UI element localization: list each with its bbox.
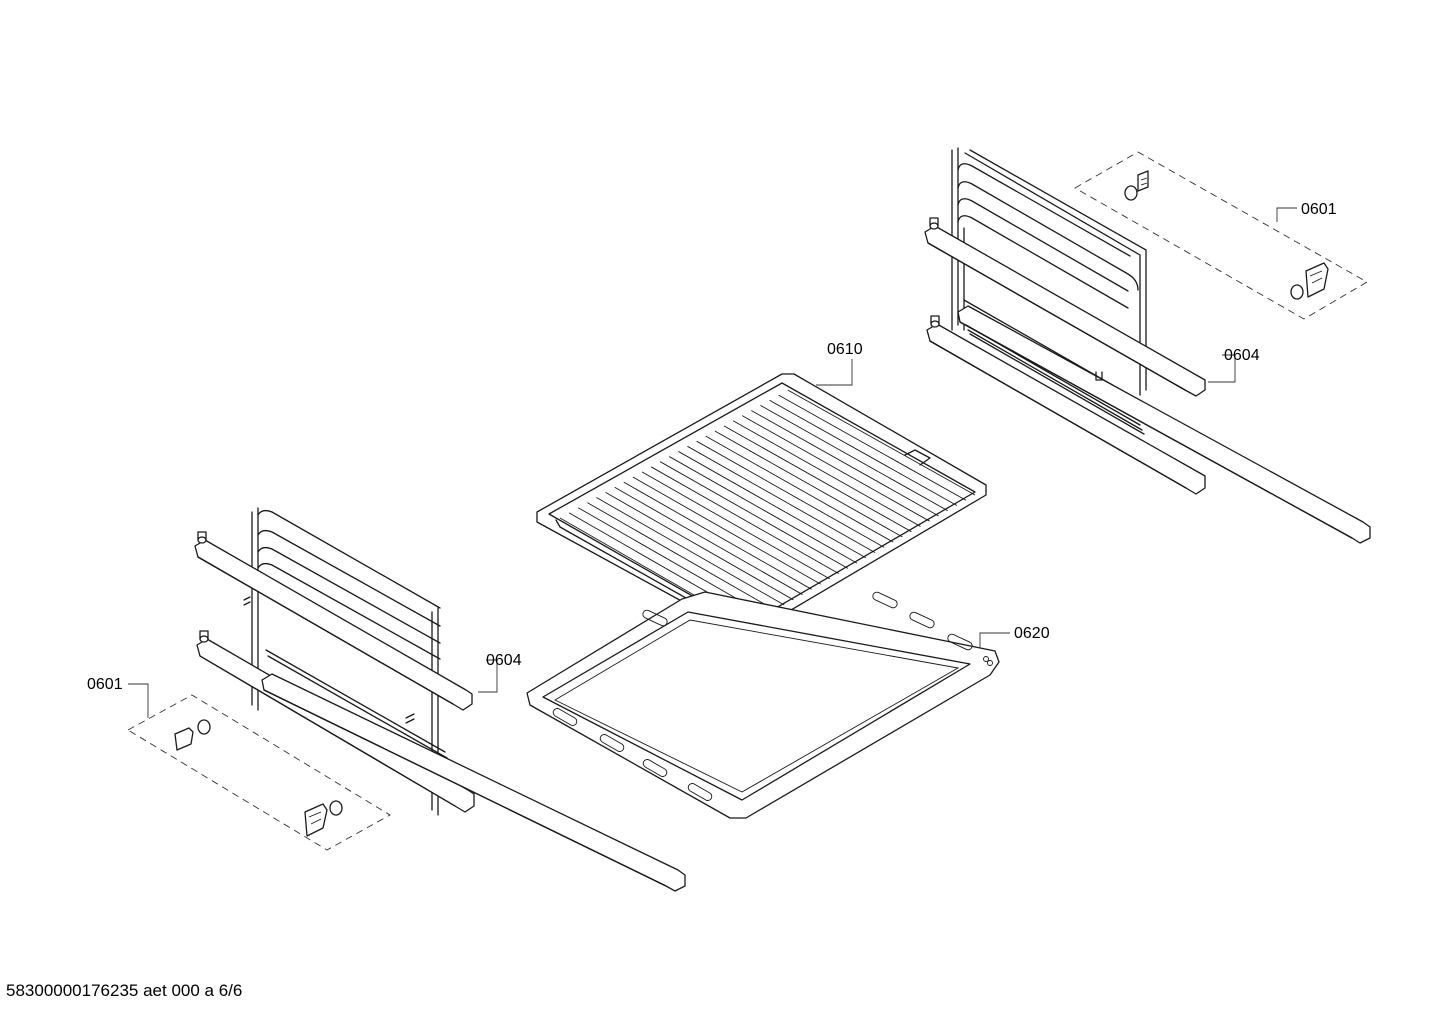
rack-bar — [587, 502, 776, 611]
rack-bar — [732, 420, 921, 527]
part-label-rail-left: 0604 — [486, 652, 522, 669]
wire-rack — [536, 373, 987, 634]
rack-bar — [787, 389, 976, 496]
shelf-support-right — [924, 147, 1371, 544]
rack-bar — [696, 440, 885, 548]
rack-bar — [678, 451, 867, 559]
rack-bar — [650, 466, 840, 574]
clip-part — [1290, 262, 1329, 300]
tray-slot — [599, 734, 625, 752]
clip-group-right — [1074, 151, 1368, 320]
rack-bar — [741, 415, 930, 522]
rack-bar — [769, 399, 958, 506]
rack-bar — [687, 445, 876, 554]
clip-group-left — [127, 694, 391, 851]
rack-bar — [714, 430, 903, 538]
tray-slot — [552, 708, 578, 726]
tray-slot — [947, 633, 973, 651]
rack-bar — [669, 456, 858, 564]
shelf-support-left — [194, 507, 686, 892]
tray-slots — [552, 591, 973, 801]
rack-bar — [659, 461, 849, 569]
tray-slot — [687, 783, 713, 801]
leader-lines — [128, 207, 1297, 718]
rack-bar — [596, 497, 785, 606]
rack-bar — [723, 425, 912, 533]
rack-bar — [614, 486, 803, 595]
part-label-baking-tray: 0620 — [1014, 625, 1050, 642]
rack-bar — [778, 394, 967, 501]
clip-part — [1124, 170, 1149, 201]
rack-bar — [641, 471, 830, 580]
rack-bar — [760, 404, 948, 512]
rack-bar — [605, 492, 794, 601]
tray-slot — [642, 609, 668, 627]
rack-bar — [705, 435, 894, 543]
part-label-clips-left: 0601 — [87, 676, 123, 693]
tray-slot — [642, 759, 668, 777]
tray-slot — [872, 591, 898, 609]
part-label-clips-right: 0601 — [1301, 201, 1337, 218]
rack-bar — [751, 410, 939, 517]
tray-slot — [909, 611, 935, 629]
part-label-wire-rack: 0610 — [827, 341, 863, 358]
clip-part — [304, 800, 343, 837]
rack-bars — [559, 389, 976, 627]
part-label-rail-right: 0604 — [1224, 347, 1260, 364]
baking-tray — [526, 591, 1000, 819]
clip-part — [174, 719, 211, 751]
rack-bar — [632, 476, 821, 585]
document-code: 58300000176235 aet 000 a 6/6 — [6, 981, 243, 1000]
rack-bar — [623, 481, 812, 590]
